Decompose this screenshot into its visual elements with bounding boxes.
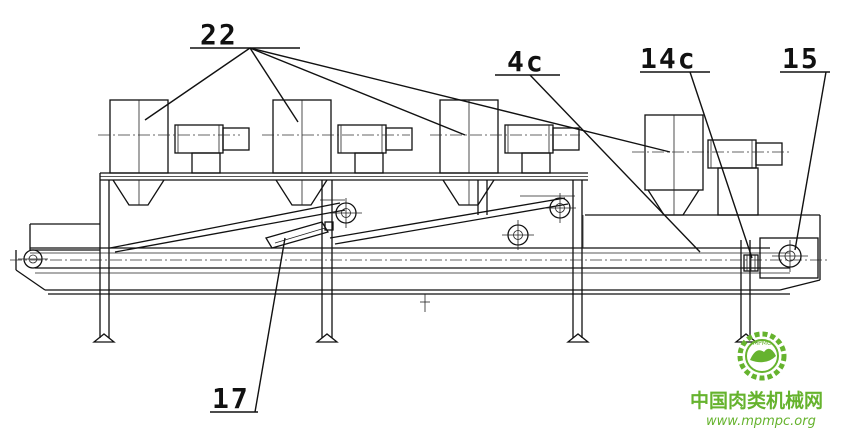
- incline-conveyor-1: [109, 199, 346, 253]
- fan-1: [109, 99, 169, 206]
- pulley-left-end: [18, 249, 48, 269]
- fan-3: [439, 99, 499, 206]
- watermark-name: 中国肉类机械网: [690, 389, 823, 412]
- spray-nozzle: [265, 221, 334, 249]
- callout-22: 22: [200, 18, 238, 51]
- leader-lines: [144, 47, 830, 413]
- support-frame: [92, 172, 758, 343]
- motor-2: [337, 124, 413, 174]
- watermark-logo: MPMC: [737, 331, 787, 381]
- pulley-incline-1: [330, 198, 362, 228]
- callout-4c: 4c: [507, 45, 545, 78]
- callout-15: 15: [782, 42, 820, 75]
- callout-14c: 14c: [640, 42, 697, 75]
- gear-icon: [737, 331, 787, 381]
- logo-text: MPMC: [753, 340, 771, 347]
- pulley-mid: [502, 220, 534, 250]
- motor-4: [707, 139, 783, 216]
- pulley-incline-2: [544, 193, 576, 223]
- fan-2: [272, 99, 332, 206]
- motor-3: [504, 124, 580, 174]
- callout-17: 17: [212, 382, 250, 415]
- conveyor-housing: [10, 214, 830, 312]
- watermark-url: www.mpmpc.org: [706, 414, 816, 429]
- fan-4: [644, 114, 704, 216]
- motor-1: [174, 124, 250, 174]
- incline-conveyor-2: [329, 195, 575, 245]
- pulley-drive: [772, 240, 808, 272]
